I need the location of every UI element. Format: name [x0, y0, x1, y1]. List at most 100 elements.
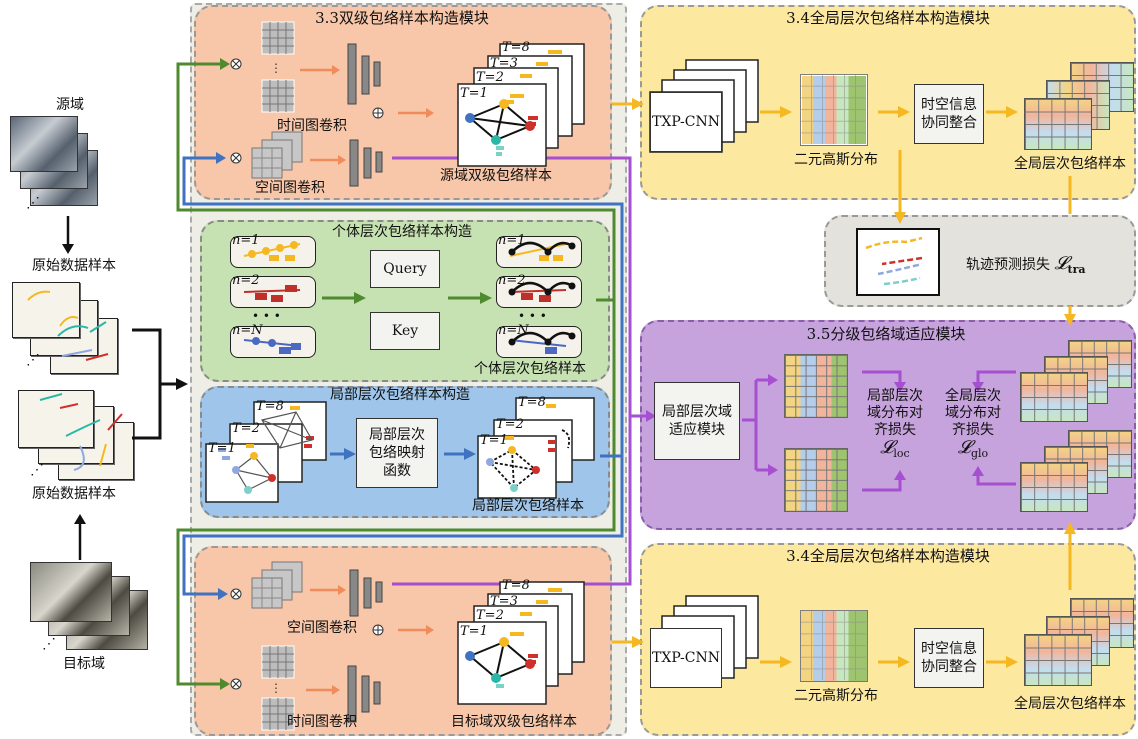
individual-out-n1-label: n=1 [498, 233, 526, 248]
gaussian-cube-top-grid [800, 74, 866, 144]
local-out-t2: T=2 [496, 417, 524, 432]
individual-output-label: 个体层次包络样本 [474, 361, 586, 377]
local-title: 局部层次包络样本构造 [330, 387, 470, 403]
local-in-t1: T=1 [208, 441, 236, 456]
target-dual-output-label: 目标域双级包络样本 [451, 714, 577, 730]
trajectory-loss-sub: tra [1067, 262, 1086, 276]
target-temporal-conv-label: 时间图卷积 [287, 714, 357, 730]
target-photo-1 [30, 562, 112, 622]
global-loss-line-2: 域分布对 [945, 405, 1001, 421]
global-bottom-output-label: 全局层次包络样本 [1014, 696, 1126, 712]
individual-dots-right: • • • [518, 309, 547, 323]
local-loss-text: 局部层次 域分布对 齐损失 𝓛loc [862, 388, 928, 462]
adapt-heatmap-lower-1 [1020, 462, 1088, 512]
target-spatial-conv-label: 空间图卷积 [287, 620, 357, 636]
source-photo-1 [10, 116, 78, 172]
global-loss-sub: glo [970, 446, 989, 460]
target-photo-dots: ⋰ [42, 636, 56, 652]
integrate-bottom-line-2: 协同整合 [921, 659, 977, 675]
local-in-t2: T=2 [232, 421, 260, 436]
global-loss-line-3: 齐损失 [952, 422, 994, 438]
local-in-t8: T=8 [256, 399, 284, 414]
gaussian-bottom-label: 二元高斯分布 [794, 688, 878, 704]
individual-n1-label: n=1 [232, 233, 260, 248]
global-top-output-label: 全局层次包络样本 [1014, 156, 1126, 172]
txp-cnn-top-box: TXP-CNN [650, 92, 722, 152]
global-heatmap-top-1 [1024, 98, 1092, 150]
mapping-line-2: 包络映射 [369, 445, 425, 461]
integrate-top-box: 时空信息 协同整合 [914, 84, 984, 144]
svg-text:⋮: ⋮ [270, 681, 282, 695]
local-cube-upper [784, 354, 848, 418]
gaussian-top-label: 二元高斯分布 [794, 152, 878, 168]
source-spatial-conv-label: 空间图卷积 [255, 180, 325, 196]
mapping-line-3: 函数 [383, 463, 411, 479]
integrate-bottom-box: 时空信息 协同整合 [914, 628, 984, 688]
individual-input-n1 [230, 236, 316, 268]
individual-out-nN-label: n=N [498, 323, 529, 338]
global-module-top-title: 3.4全局层次包络样本构造模块 [786, 9, 990, 27]
source-dual-module-title: 3.3双级包络样本构造模块 [315, 9, 489, 27]
gaussian-cube-bottom-grid [800, 610, 866, 680]
local-adapt-line-1: 局部层次域 [662, 404, 732, 420]
target-t-label-3: T=3 [490, 594, 518, 609]
individual-nN-label: n=N [232, 323, 263, 338]
local-loss-line-2: 域分布对 [867, 405, 923, 421]
global-loss-line-1: 全局层次 [945, 388, 1001, 404]
source-t-label-8: T=8 [502, 40, 530, 55]
source-dual-output-label: 源域双级包络样本 [440, 168, 552, 184]
raw-samples-bottom-label: 原始数据样本 [32, 486, 116, 502]
target-t-label-2: T=2 [476, 608, 504, 623]
local-out-t8: T=8 [518, 395, 546, 410]
trajectory-plot [856, 228, 940, 296]
individual-out-n2-label: n=2 [498, 273, 526, 288]
integrate-top-line-1: 时空信息 [921, 97, 977, 113]
mapping-line-1: 局部层次 [369, 427, 425, 443]
raw-samples-top-label: 原始数据样本 [32, 258, 116, 274]
local-loss-line-1: 局部层次 [867, 388, 923, 404]
integrate-bottom-line-1: 时空信息 [921, 641, 977, 657]
target-t-label-8: T=8 [502, 578, 530, 593]
source-domain-label: 源域 [56, 97, 84, 113]
local-adapt-line-2: 适应模块 [669, 422, 725, 438]
trajectory-loss-symbol: 𝓛 [1054, 253, 1068, 274]
individual-title: 个体层次包络样本构造 [332, 224, 472, 240]
svg-text:⋮: ⋮ [270, 61, 282, 75]
source-t-label-1: T=1 [460, 86, 488, 101]
integrate-top-line-2: 协同整合 [921, 115, 977, 131]
individual-dots-left: • • • [252, 309, 281, 323]
global-loss-symbol: 𝓛 [957, 437, 971, 458]
raw-dots-bottom: ⋰ [30, 462, 44, 478]
global-heatmap-bottom-1 [1024, 634, 1092, 686]
local-mapping-box: 局部层次 包络映射 函数 [356, 418, 438, 488]
local-output-label: 局部层次包络样本 [472, 498, 584, 514]
adapt-heatmap-upper-1 [1020, 372, 1088, 422]
target-domain-label: 目标域 [63, 656, 105, 672]
source-t-label-2: T=2 [476, 70, 504, 85]
individual-n2-label: n=2 [232, 273, 260, 288]
target-t-label-1: T=1 [460, 624, 488, 639]
photo-dots: ⋰ [26, 195, 40, 211]
local-cube-lower [784, 448, 848, 512]
source-temporal-conv-label: 时间图卷积 [277, 118, 347, 134]
adaptation-title: 3.5分级包络域适应模块 [806, 325, 966, 343]
local-loss-sub: loc [893, 446, 910, 460]
local-out-t1: T=1 [480, 433, 508, 448]
trajectory-loss-text: 轨迹预测损失 [966, 257, 1050, 273]
raw-dots-top: ⋰ [26, 352, 40, 368]
global-module-bottom-title: 3.4全局层次包络样本构造模块 [786, 547, 990, 565]
local-loss-line-3: 齐损失 [874, 422, 916, 438]
query-box: Query [370, 250, 440, 288]
global-loss-text: 全局层次 域分布对 齐损失 𝓛glo [940, 388, 1006, 462]
